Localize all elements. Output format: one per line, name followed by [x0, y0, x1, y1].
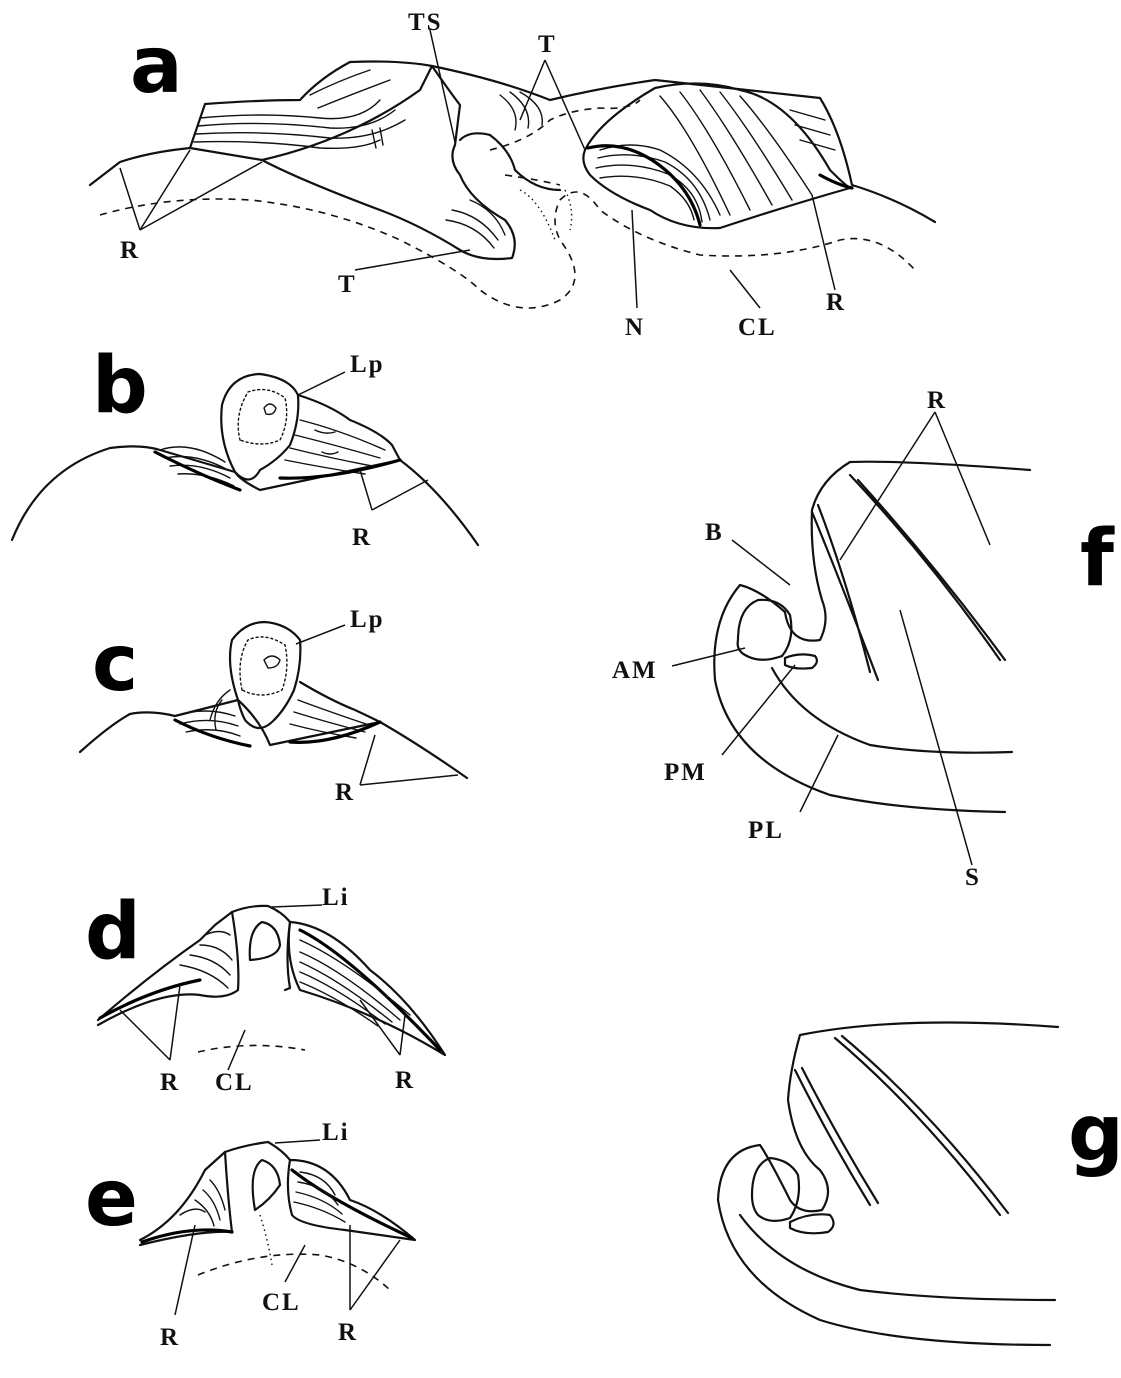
panel-f-r-ridge-2 [850, 475, 1005, 660]
panel-a-lamellae-left [194, 70, 505, 248]
panel-e: e Li R CL R [85, 1119, 415, 1351]
panel-d-label-li: Li [322, 884, 350, 911]
panel-a-label-t-top: T [538, 31, 557, 58]
panel-a-label-ts: TS [408, 9, 443, 36]
panel-e-right-wing [288, 1160, 415, 1240]
panel-b-lp-inner [238, 390, 286, 444]
panel-f-label-am: AM [612, 657, 658, 684]
panel-b-lamellae [155, 395, 400, 490]
panel-e-li [225, 1142, 290, 1160]
panel-b-leader-lp [298, 372, 345, 395]
panel-letter-g: g [1068, 1089, 1121, 1179]
panel-a-label-cl: CL [738, 314, 777, 341]
panel-d-leader-li [272, 905, 322, 907]
panel-b-lp-core [264, 404, 276, 414]
panel-e-label-r-right: R [338, 1319, 358, 1346]
panel-letter-d: d [85, 887, 141, 977]
panel-c-lp-core [264, 656, 280, 668]
panel-d-label-cl: CL [215, 1069, 254, 1096]
panel-letter-c: c [92, 619, 138, 709]
panel-letter-f: f [1080, 514, 1115, 604]
panel-letter-e: e [85, 1154, 138, 1244]
panel-c-lp-inner [240, 637, 287, 695]
panel-a-label-r-left: R [120, 237, 140, 264]
panel-b-surface [12, 446, 478, 545]
panel-f-label-pl: PL [748, 817, 784, 844]
panel-a-label-n: N [625, 314, 645, 341]
panel-f-label-pm: PM [664, 759, 707, 786]
panel-letter-b: b [92, 341, 148, 431]
panel-d-lamellae [100, 930, 440, 1050]
panel-d: d Li R CL R [85, 884, 445, 1096]
panel-a: a [90, 9, 935, 341]
panel-f-leader-pm [722, 665, 795, 755]
panel-f-leader-am [672, 648, 745, 666]
panel-c-label-r: R [335, 779, 355, 806]
panel-f-r-ridge-1 [812, 505, 878, 680]
panel-c-leader-lp [296, 625, 345, 644]
panel-e-leader-cl [285, 1245, 305, 1282]
panel-a-cl-dashed [100, 192, 915, 308]
panel-f: f R B AM PM PL S [612, 387, 1115, 891]
panel-b-label-r: R [352, 524, 372, 551]
panel-e-label-r-left: R [160, 1324, 180, 1351]
panel-f-leader-b [732, 540, 790, 585]
panel-a-lamellae-right [500, 90, 852, 225]
panel-a-label-r-right: R [826, 289, 846, 316]
panel-f-leader-s [900, 610, 972, 865]
panel-e-leader-r-left [175, 1225, 195, 1315]
panel-g-am [752, 1158, 799, 1221]
panel-c-surface [80, 700, 467, 778]
panel-d-cl-dashed [198, 1045, 305, 1052]
panel-f-leader-pl [800, 735, 838, 812]
panel-b-label-lp: Lp [350, 351, 385, 378]
panel-f-pm [785, 654, 817, 668]
panel-g-pm [790, 1214, 834, 1233]
panel-b: b Lp R [12, 341, 478, 551]
panel-d-core [250, 922, 280, 960]
panel-e-core [253, 1160, 280, 1210]
panel-letter-a: a [130, 21, 183, 111]
panel-d-leader-cl [228, 1030, 245, 1070]
panel-d-label-r-right: R [395, 1067, 415, 1094]
panel-a-leaders [120, 30, 835, 308]
panel-f-label-r: R [927, 387, 947, 414]
panel-g: g [718, 1023, 1121, 1346]
panel-e-label-li: Li [322, 1119, 350, 1146]
panel-g-ridge-1 [795, 1068, 878, 1205]
panel-f-pl-inner [772, 668, 1012, 753]
panel-d-right-wing [289, 922, 445, 1055]
panel-a-label-t-bottom: T [338, 271, 357, 298]
panel-g-outline [718, 1023, 1058, 1346]
panel-a-left-fold [190, 62, 515, 260]
panel-e-leader-li [275, 1140, 320, 1143]
panel-e-cl-dashed [198, 1254, 390, 1290]
panel-d-li [232, 906, 290, 990]
panel-c-leader-r [360, 735, 458, 785]
panel-f-am [738, 600, 792, 660]
panel-c: c Lp R [80, 606, 467, 806]
panel-f-label-b: B [705, 519, 724, 546]
panel-f-label-s: S [965, 864, 981, 891]
panel-g-inner-arc [740, 1215, 1055, 1300]
panel-d-label-r-left: R [160, 1069, 180, 1096]
panel-e-label-cl: CL [262, 1289, 301, 1316]
panel-c-label-lp: Lp [350, 606, 385, 633]
